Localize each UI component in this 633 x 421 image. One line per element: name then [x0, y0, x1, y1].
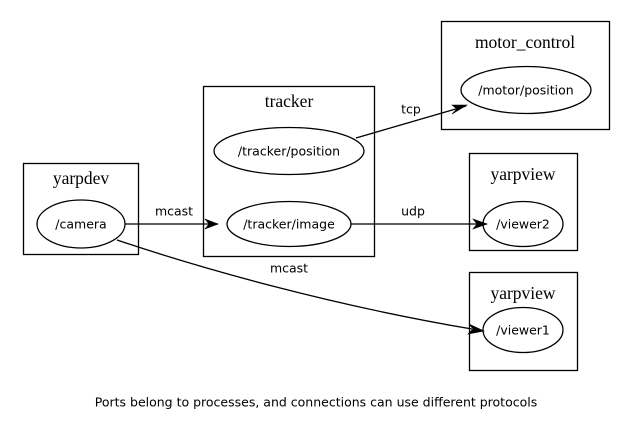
port-ellipse-motor-position[interactable]: [460, 65, 592, 115]
edge-label-mcast: mcast: [155, 204, 193, 219]
process-yarpview-top: yarpview /viewer2: [468, 152, 579, 252]
connection-tracker-image-to-viewer2[interactable]: udp: [351, 204, 488, 230]
figure-caption: Ports belong to processes, and connectio…: [95, 395, 538, 410]
process-motor-control: motor_control /motor/position: [440, 20, 611, 131]
process-title-yarpview-top: yarpview: [490, 164, 555, 184]
connection-camera-to-tracker-image[interactable]: mcast: [125, 204, 219, 230]
port-ellipse-viewer1[interactable]: [482, 306, 564, 354]
port-label-tracker-position: /tracker/position: [238, 144, 340, 159]
port-label-viewer1: /viewer1: [496, 323, 550, 338]
arrow-head-udp: [472, 218, 488, 230]
arrow-head-tcp: [451, 104, 469, 115]
edge-label-udp: udp: [401, 204, 425, 219]
process-box-motor-control: [440, 20, 611, 131]
process-box-yarpview-bottom: [468, 271, 579, 372]
edge-line-camera-viewer1: [116, 239, 473, 330]
arrow-head-camera-viewer1: [467, 323, 485, 335]
process-box-tracker: [202, 85, 376, 258]
process-box-yarpview-top: [468, 152, 579, 252]
port-label-viewer2: /viewer2: [496, 217, 550, 232]
connection-tracker-position-to-motor[interactable]: tcp: [355, 102, 469, 139]
process-box-yarpdev: [22, 162, 140, 256]
edge-line-tcp: [355, 105, 467, 139]
process-title-motor-control: motor_control: [475, 32, 575, 52]
process-title-yarpview-bottom: yarpview: [490, 283, 555, 303]
port-label-tracker-image: /tracker/image: [243, 217, 335, 232]
process-title-tracker: tracker: [265, 91, 314, 111]
process-sublabel-tracker-mcast: mcast: [270, 261, 308, 276]
arrow-head-mcast: [204, 218, 219, 230]
port-label-camera: /camera: [55, 217, 106, 232]
edge-label-tcp: tcp: [401, 102, 421, 117]
process-title-yarpdev: yarpdev: [53, 168, 110, 188]
port-ellipse-tracker-position[interactable]: [213, 126, 365, 176]
process-tracker: tracker /tracker/position /tracker/image…: [202, 85, 376, 276]
port-label-motor-position: /motor/position: [478, 83, 573, 98]
connection-camera-to-viewer1[interactable]: [116, 239, 485, 335]
process-yarpview-bottom: yarpview /viewer1: [468, 271, 579, 372]
